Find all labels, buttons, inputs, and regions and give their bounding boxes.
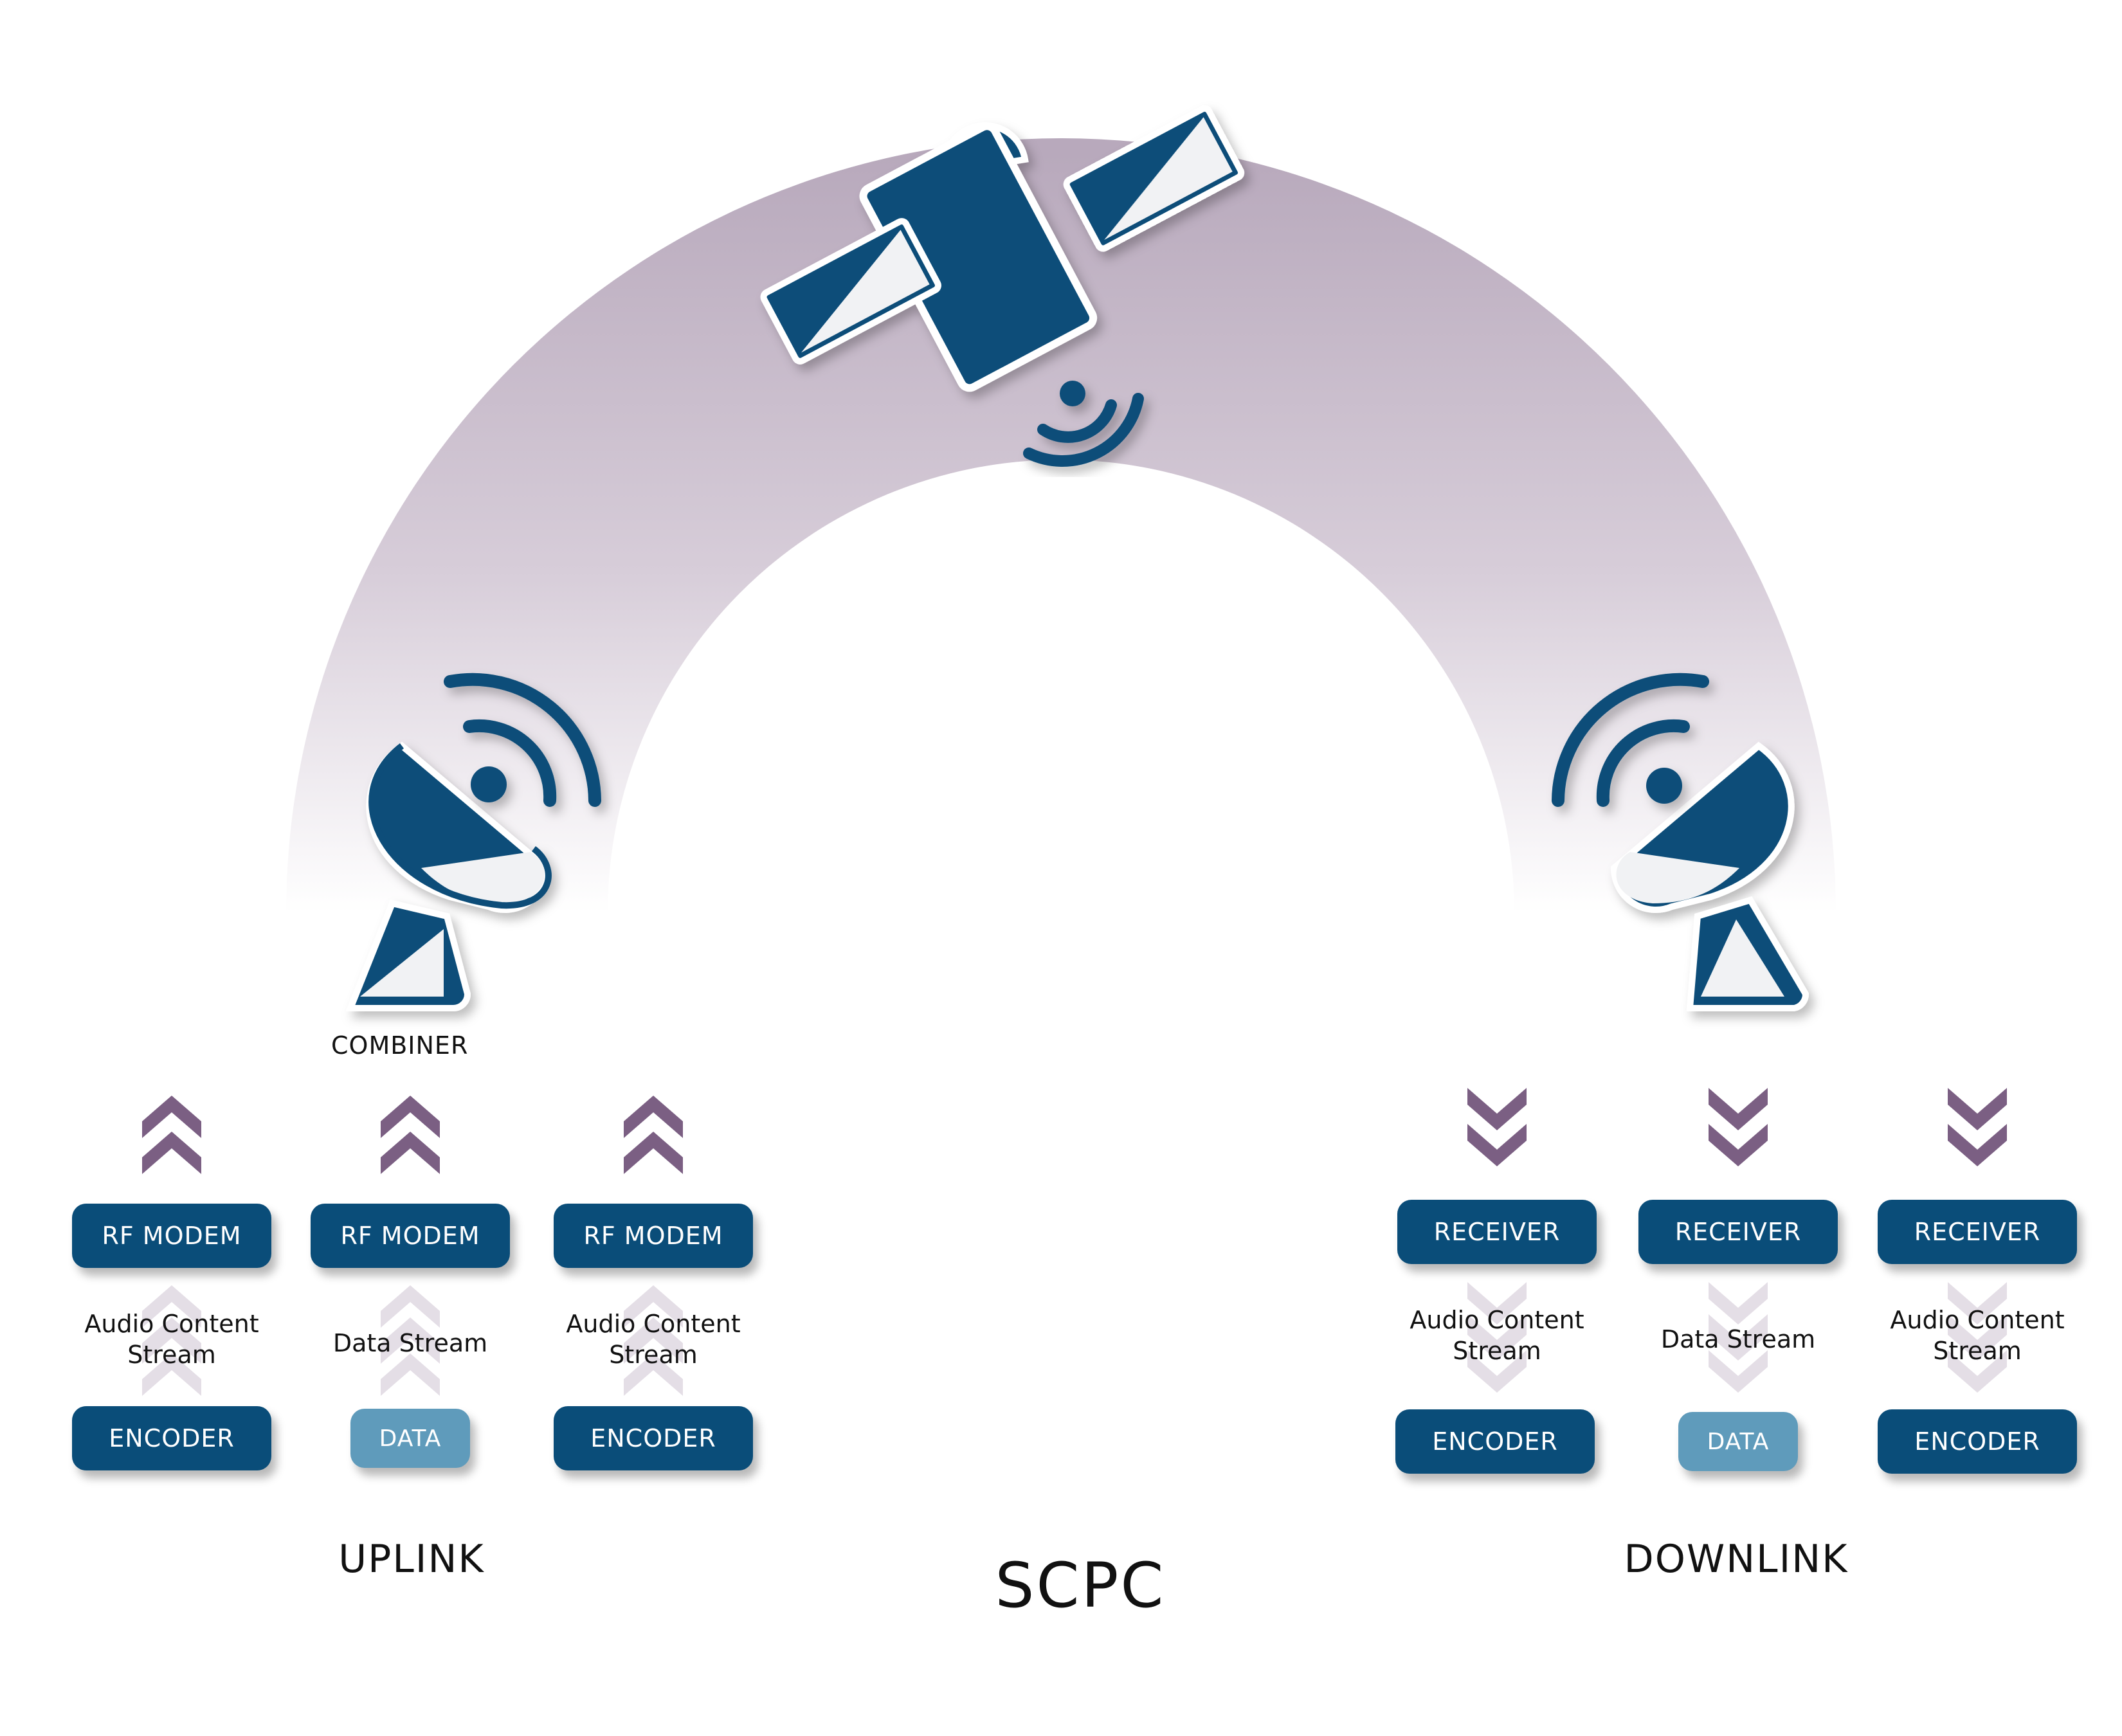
downlink-encoder-1: ENCODER — [1395, 1409, 1595, 1474]
uplink-rf-modem-1: RF MODEM — [72, 1204, 271, 1268]
chevron-down-icon — [1948, 1088, 2007, 1166]
downlink-heading: DOWNLINK — [1624, 1537, 1849, 1582]
downlink-receiver-1: RECEIVER — [1397, 1200, 1597, 1264]
chevron-up-icon — [381, 1096, 440, 1174]
uplink-chevrons — [142, 1096, 683, 1174]
satellite-icon — [760, 105, 1245, 392]
uplink-stream-label-1: Audio Content Stream — [84, 1310, 259, 1369]
downlink-encoder-3: ENCODER — [1878, 1409, 2077, 1474]
downlink-stream-label-3: Audio Content Stream — [1890, 1306, 2065, 1365]
uplink-rf-modem-2: RF MODEM — [311, 1204, 510, 1268]
downlink-dish-icon — [1610, 741, 1809, 1011]
uplink-stream-label-2: Data Stream — [332, 1329, 488, 1357]
chevron-up-icon — [142, 1096, 201, 1174]
uplink-heading: UPLINK — [338, 1537, 485, 1582]
chevron-down-icon — [1709, 1088, 1768, 1166]
uplink-dish-icon — [345, 741, 552, 1011]
downlink-signal-icon — [1552, 673, 1709, 807]
satellite-signal-icon — [1023, 381, 1144, 467]
uplink-signal-icon — [444, 673, 601, 807]
uplink-data-box: DATA — [350, 1409, 470, 1468]
uplink-stream-label-3: Audio Content Stream — [566, 1310, 741, 1369]
downlink-stream-label-2: Data Stream — [1660, 1325, 1816, 1353]
chevron-down-icon — [1467, 1088, 1527, 1166]
scpc-title: SCPC — [995, 1550, 1166, 1622]
combiner-label: COMBINER — [331, 1031, 469, 1060]
downlink-stream-label-1: Audio Content Stream — [1410, 1306, 1584, 1365]
downlink-data-box: DATA — [1678, 1412, 1798, 1471]
uplink-rf-modem-3: RF MODEM — [554, 1204, 753, 1268]
chevron-up-icon — [624, 1096, 683, 1174]
uplink-encoder-1: ENCODER — [72, 1406, 271, 1470]
downlink-chevrons — [1467, 1088, 2007, 1166]
downlink-receiver-2: RECEIVER — [1638, 1200, 1838, 1264]
arc-band — [286, 138, 1836, 913]
uplink-encoder-3: ENCODER — [554, 1406, 753, 1470]
downlink-receiver-3: RECEIVER — [1878, 1200, 2077, 1264]
